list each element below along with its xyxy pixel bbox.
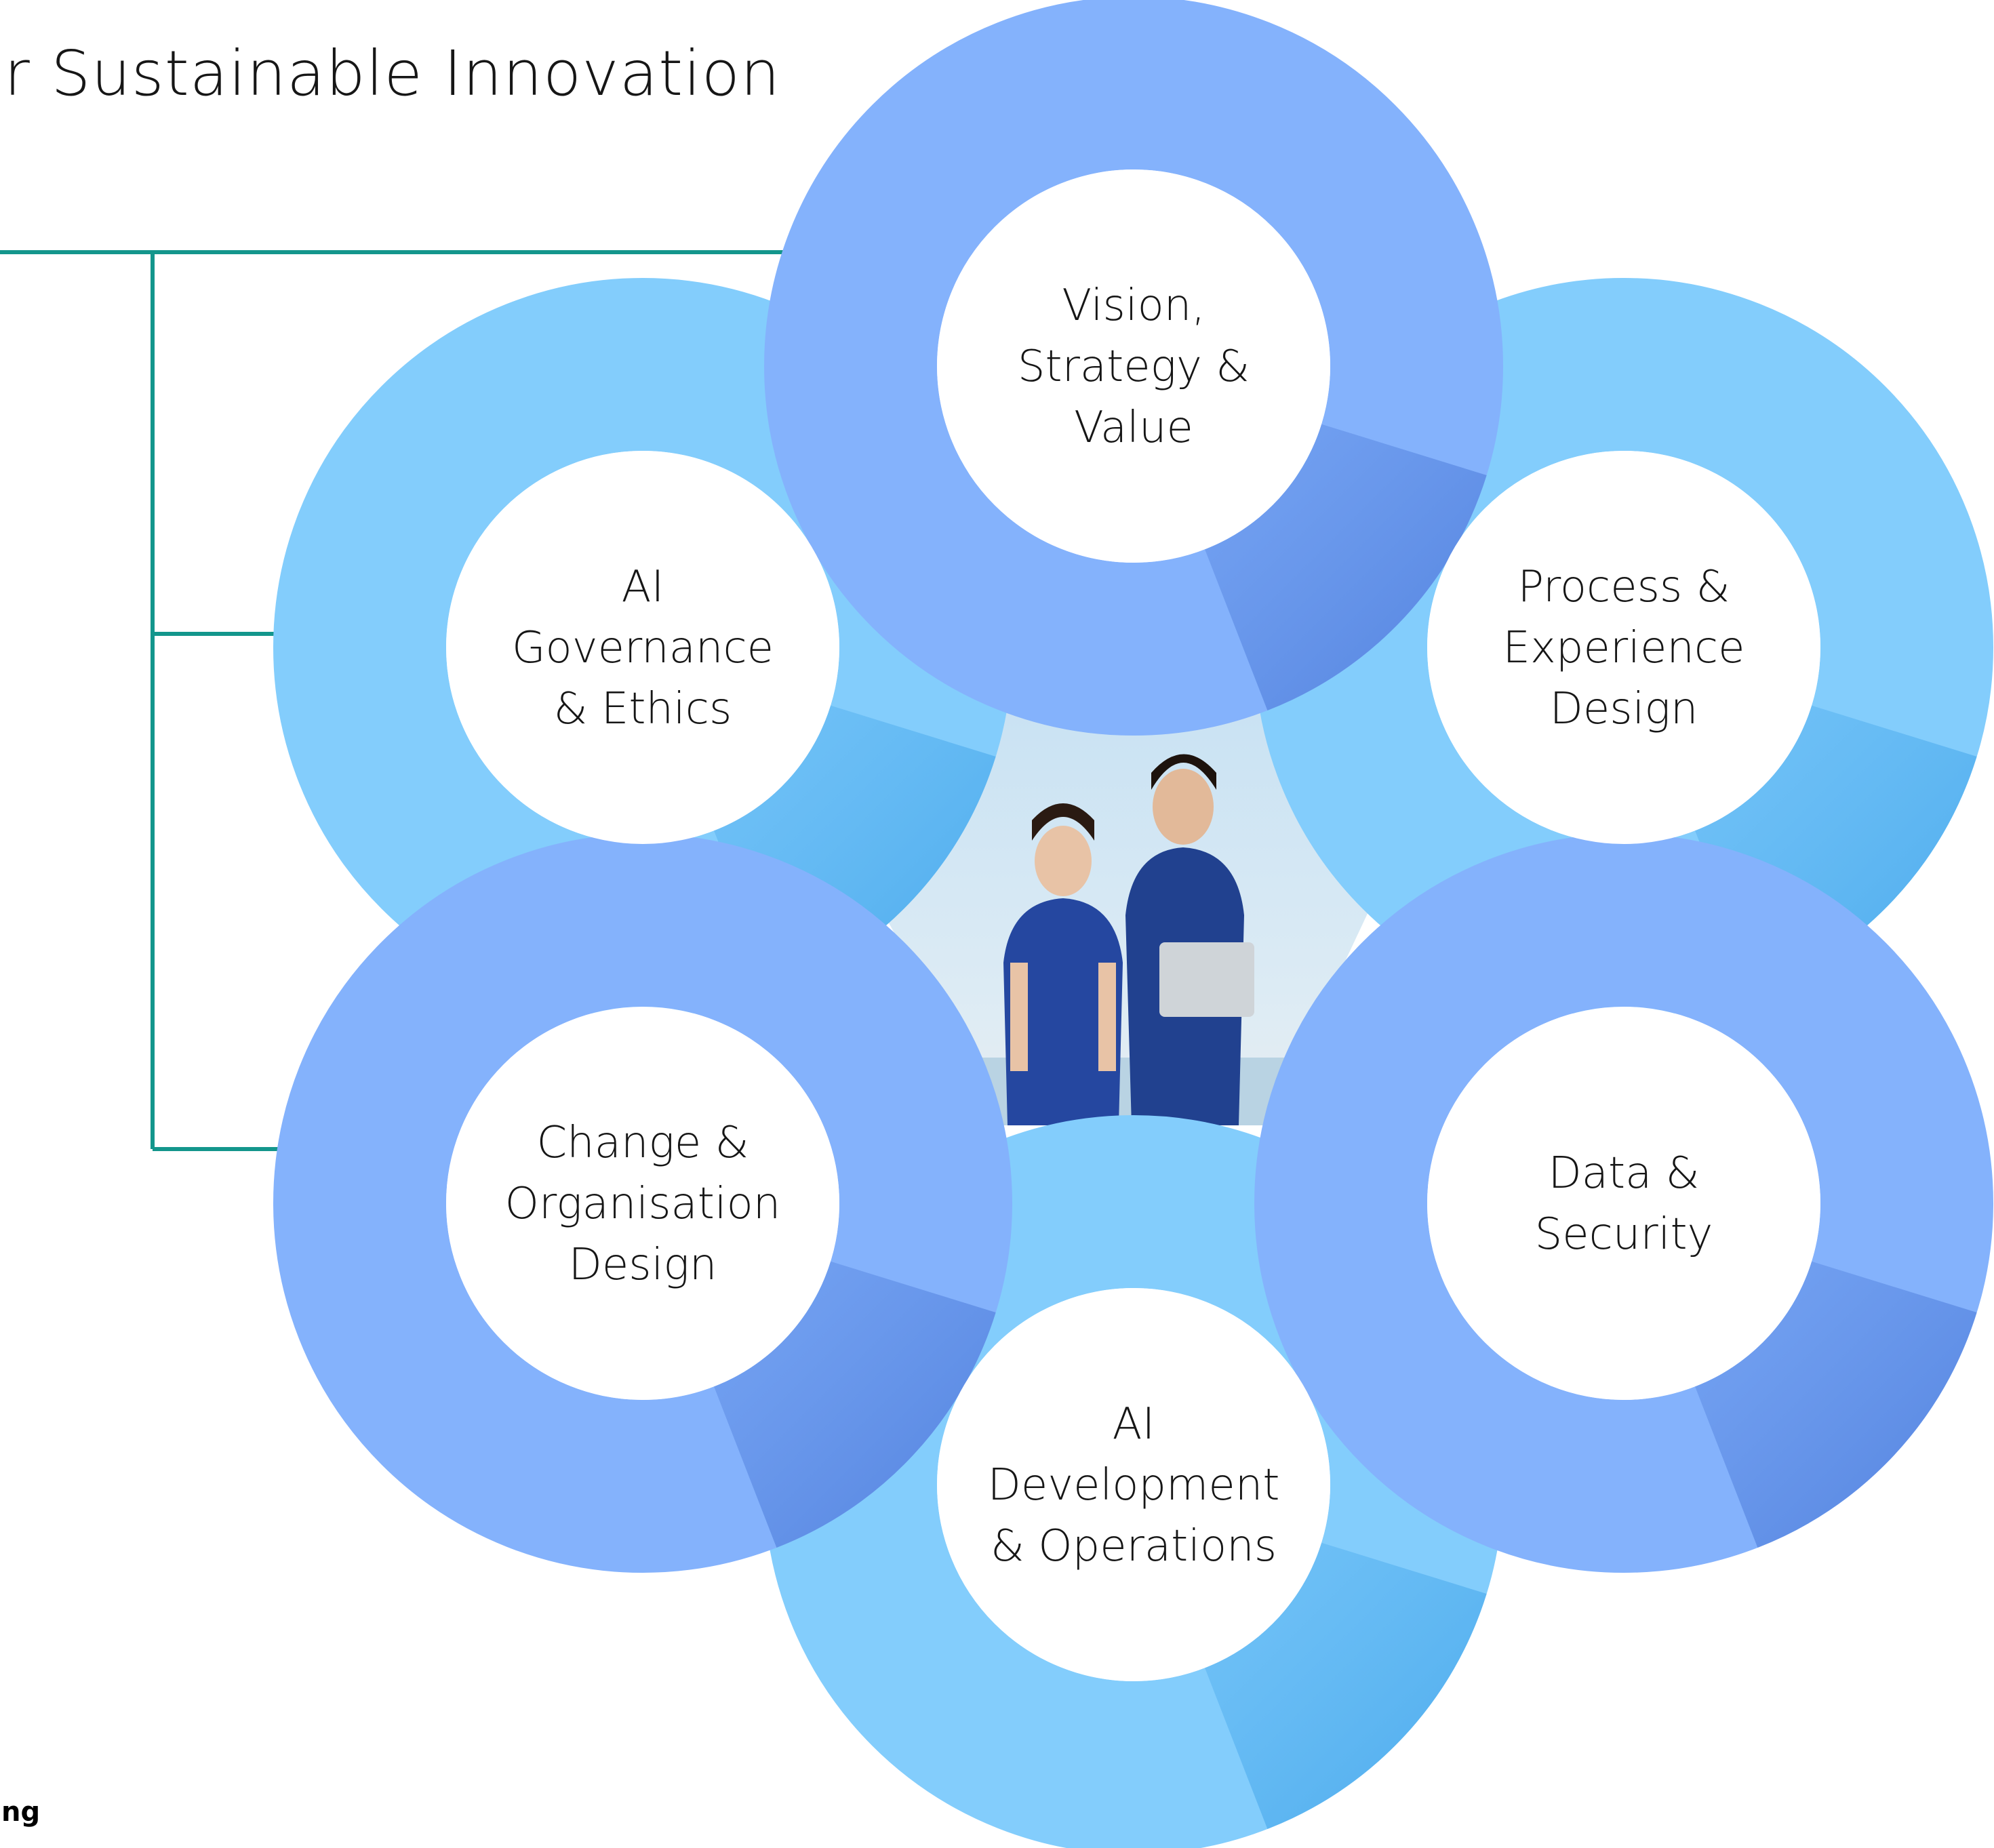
node-disc-devops xyxy=(937,1288,1330,1681)
node-label-change-line-1: Organisation xyxy=(505,1179,781,1229)
ring-vision xyxy=(764,0,1503,736)
node-disc-process xyxy=(1427,451,1820,844)
node-vision: Vision, Strategy & Value xyxy=(937,169,1330,563)
node-label-devops-line-0: AI xyxy=(1113,1399,1155,1449)
person-left-photo-icon xyxy=(1003,803,1123,1125)
node-label-vision-line-0: Vision, xyxy=(1062,281,1205,331)
node-disc-governance xyxy=(446,451,839,844)
connector-lines xyxy=(0,250,793,1151)
footer-text-fragment: ng xyxy=(1,1796,41,1828)
node-label-governance-line-1: Governance xyxy=(512,623,774,673)
node-devops: AI Development & Operations xyxy=(937,1288,1330,1681)
node-label-data-line-1: Security xyxy=(1535,1209,1713,1260)
page-title: r Sustainable Innovation xyxy=(4,37,781,110)
node-disc-change xyxy=(446,1007,839,1400)
node-disc-vision xyxy=(937,169,1330,563)
node-label-process-line-2: Design xyxy=(1550,684,1698,734)
ring-change xyxy=(273,834,1012,1573)
node-label-change-line-0: Change & xyxy=(536,1118,749,1168)
node-label-data-line-0: Data & xyxy=(1548,1148,1699,1199)
node-label-devops-line-2: & Operations xyxy=(991,1521,1277,1571)
node-label-governance-line-2: & Ethics xyxy=(554,684,732,734)
ring-data xyxy=(1254,834,1993,1573)
node-label-process-line-0: Process & xyxy=(1517,562,1730,612)
node-label-vision-line-2: Value xyxy=(1074,403,1193,453)
node-governance: AI Governance & Ethics xyxy=(446,451,839,844)
node-label-devops-line-1: Development xyxy=(988,1460,1280,1510)
node-disc-data xyxy=(1427,1007,1820,1400)
node-data: Data & Security xyxy=(1427,1007,1820,1400)
node-label-change-line-2: Design xyxy=(569,1240,717,1290)
node-label-vision-line-1: Strategy & xyxy=(1018,342,1250,392)
person-right-photo-icon xyxy=(1125,754,1254,1125)
ring-group xyxy=(273,0,1993,1848)
node-label-governance-line-0: AI xyxy=(622,562,664,612)
node-label-process-line-1: Experience xyxy=(1503,623,1745,673)
